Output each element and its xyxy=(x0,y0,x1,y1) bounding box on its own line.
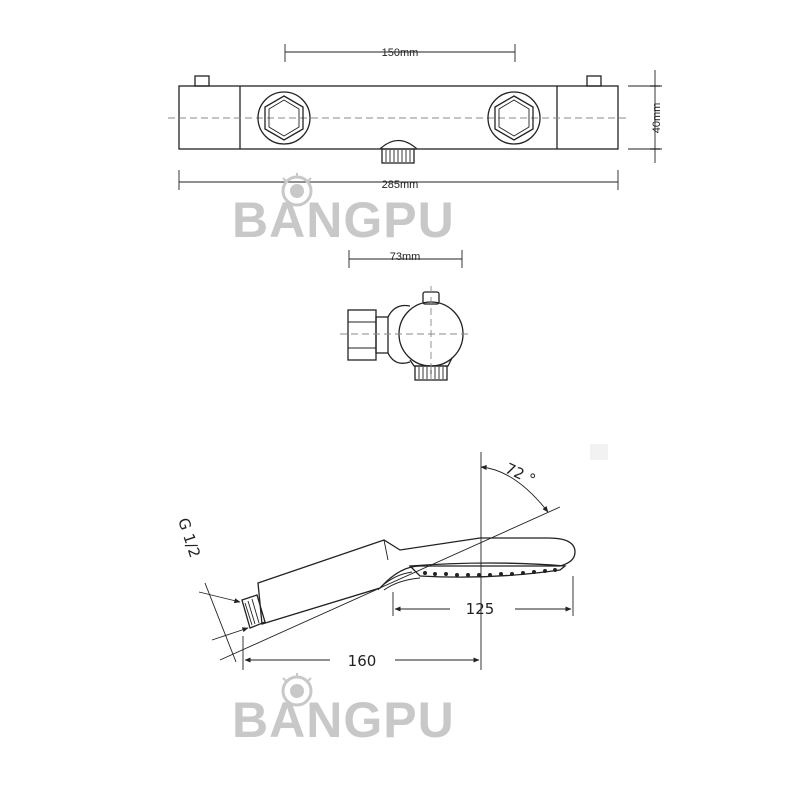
dim-center-distance: 150mm xyxy=(382,47,419,59)
shower-handle xyxy=(257,537,576,625)
scan-artifact xyxy=(590,444,608,460)
hex-nut-right xyxy=(487,91,541,145)
dim-depth: 73mm xyxy=(390,251,421,263)
spray-face xyxy=(408,562,567,578)
watermark-brand: BANGPU xyxy=(232,192,455,248)
hand-shower-drawing: 72 ° xyxy=(174,452,576,670)
dim-head-length: 125 xyxy=(466,600,495,618)
watermark-logo-icon xyxy=(281,673,313,707)
hex-nut-left xyxy=(257,91,311,145)
angle-label: 72 ° xyxy=(502,459,538,489)
spray-nozzles xyxy=(423,568,557,577)
watermark-bottom: BANGPU xyxy=(232,673,455,748)
watermark-top: BANGPU xyxy=(232,173,455,248)
dim-total-length: 285mm xyxy=(382,179,419,191)
thread-connector xyxy=(241,594,266,629)
valve-body xyxy=(178,85,619,150)
dim-height: 40mm xyxy=(651,103,663,134)
valve-side-view: 73mm xyxy=(340,250,470,385)
thread-label: G 1/2 xyxy=(174,516,204,560)
watermark-brand: BANGPU xyxy=(232,692,455,748)
dim-total-length-shower: 160 xyxy=(348,652,377,670)
watermark-logo-icon xyxy=(281,173,313,207)
valve-top-view: 150mm xyxy=(168,44,663,191)
